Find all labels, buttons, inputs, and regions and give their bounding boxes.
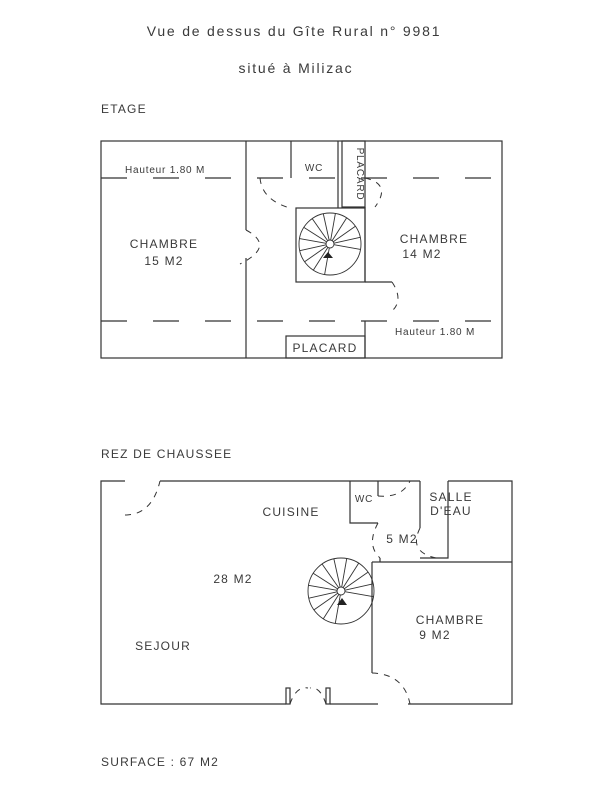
etage-placard-vertical: PLACARD <box>354 148 365 201</box>
rdc-chambre-name: CHAMBRE <box>416 613 484 627</box>
rdc-spiral-stair <box>307 557 375 625</box>
rdc-label: REZ DE CHAUSSEE <box>101 447 232 461</box>
stair-tread <box>313 592 338 611</box>
rdc-front-door-jamb-right <box>325 687 331 705</box>
rdc-door-topleft-swing <box>124 480 161 516</box>
stair-tread <box>324 247 330 275</box>
stair-tread <box>304 245 327 263</box>
rdc-wc-label: WC <box>355 494 373 505</box>
etage-chambre-right-area: 14 M2 <box>402 247 441 261</box>
stair-tread <box>342 562 360 588</box>
etage-placard-bottom: PLACARD <box>292 341 357 355</box>
rdc-salle-line2: D'EAU <box>430 504 472 518</box>
rdc-plan <box>100 480 513 705</box>
etage-door-right-swing <box>391 281 399 312</box>
stair-tread <box>334 594 341 624</box>
etage-stair-shaft <box>295 207 366 283</box>
etage-chambre-right-name: CHAMBRE <box>400 232 468 246</box>
etage-hauteur-right: Hauteur 1.80 M <box>395 327 475 338</box>
rdc-outer-wall-left <box>100 480 286 705</box>
rdc-cuisine-label: CUISINE <box>262 505 319 519</box>
stair-tread <box>331 217 348 241</box>
rdc-corridor-door-swing <box>372 522 381 559</box>
stair-tread <box>312 572 338 590</box>
stair-tread <box>308 591 338 599</box>
stair-tread <box>341 558 348 588</box>
etage-wc-label: WC <box>305 163 323 174</box>
rdc-wc-door-swing <box>377 480 411 497</box>
stair-tread <box>308 584 338 591</box>
surface-total: SURFACE : 67 M2 <box>101 755 219 769</box>
etage-door-wc-swing <box>259 177 291 209</box>
rdc-sejour-area: 28 M2 <box>213 572 252 586</box>
stair-tread <box>344 571 369 590</box>
stair-tread <box>330 213 336 241</box>
stair-tread <box>333 558 341 588</box>
stair-tread <box>333 225 356 243</box>
rdc-front-door-swing-right <box>309 687 327 705</box>
rdc-front-door-jamb-left <box>285 687 291 705</box>
plan-subtitle: situé à Milizac <box>239 60 354 76</box>
stair-tread <box>311 218 329 241</box>
rdc-chambre-top-wall <box>379 558 512 563</box>
stair-tread <box>299 238 327 244</box>
rdc-salle-area: 5 M2 <box>386 532 417 546</box>
rdc-chambre-area: 9 M2 <box>419 628 450 642</box>
rdc-salle-door-swing <box>416 527 437 559</box>
rdc-salle-bottom-wall <box>420 481 449 559</box>
stair-tread <box>333 244 361 250</box>
rdc-sejour-label: SEJOUR <box>135 639 191 653</box>
etage-placard-box <box>341 140 366 208</box>
etage-label: ETAGE <box>101 102 147 116</box>
stair-tread <box>322 594 340 620</box>
etage-chambre-left-area: 15 M2 <box>144 254 183 268</box>
rdc-front-door-swing-left <box>289 687 309 705</box>
plan-title: Vue de dessus du Gîte Rural n° 9981 <box>147 23 442 39</box>
stair-tread <box>299 244 327 252</box>
stair-tread <box>303 226 327 243</box>
rdc-salle-line1: SALLE <box>429 490 472 504</box>
etage-plan <box>100 140 503 359</box>
etage-door-placard-swing <box>364 177 383 208</box>
rdc-wc-box <box>349 481 379 524</box>
etage-hauteur-left: Hauteur 1.80 M <box>125 165 205 176</box>
stair-tread <box>322 213 330 241</box>
etage-door-left-swing <box>239 229 260 265</box>
stair-tread <box>333 236 361 244</box>
stair-tread <box>344 591 374 598</box>
etage-chambre-left-name: CHAMBRE <box>130 237 198 251</box>
rdc-outer-wall-top-right <box>408 480 513 705</box>
rdc-chambre-door-swing <box>371 672 411 705</box>
etage-spiral-stair <box>298 212 362 276</box>
stair-tread <box>321 563 340 588</box>
stair-tread <box>312 247 329 271</box>
stair-tread <box>344 583 374 591</box>
